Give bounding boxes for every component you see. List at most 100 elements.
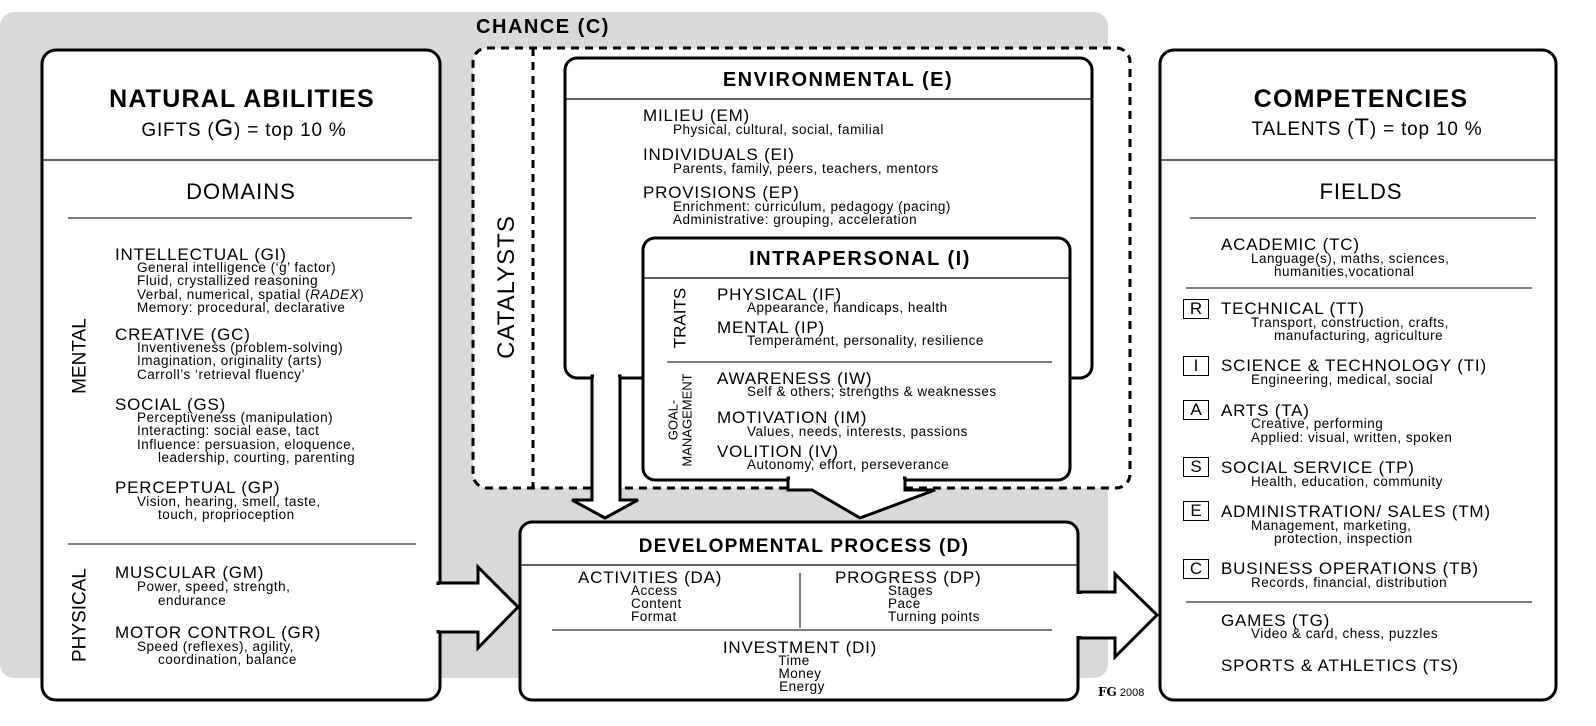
gift-line: endurance <box>158 593 227 608</box>
copyright: FG 2008 <box>1098 686 1144 699</box>
env-line: Administrative: grouping, acceleration <box>673 212 918 227</box>
riasec-letter-box: A <box>1183 400 1209 420</box>
intra-title: MOTIVATION (IM) <box>717 408 868 427</box>
gift-line: Verbal, numerical, spatial (RADEX) <box>137 287 365 302</box>
env-title: INDIVIDUALS (EI) <box>643 145 795 164</box>
field-line: protection, inspection <box>1274 531 1413 546</box>
investment-line: Energy <box>779 679 825 694</box>
gift-line: Fluid, crystallized reasoning <box>137 273 319 288</box>
author-logo: FG <box>1098 685 1117 699</box>
activities-line: Format <box>631 609 677 624</box>
gifts-to-development-arrow <box>436 563 521 652</box>
field-title: ADMINISTRATION/ SALES (TM) <box>1221 502 1491 521</box>
investment-title: INVESTMENT (DI) <box>722 638 878 657</box>
progress-title: PROGRESS (DP) <box>835 568 982 587</box>
field-line: Video & card, chess, puzzles <box>1251 626 1439 641</box>
progress-line: Turning points <box>888 609 981 624</box>
field-line: humanities,vocational <box>1274 264 1415 279</box>
catalysts-label: CATALYSTS <box>493 215 520 359</box>
gift-line: Carroll’s ‘retrieval fluency’ <box>137 367 306 382</box>
intra-title: AWARENESS (IW) <box>717 369 873 388</box>
riasec-letter-box: C <box>1183 559 1209 579</box>
gifts-subtitle: GIFTS (G) = top 10 % <box>141 115 347 142</box>
field-title: ACADEMIC (TC) <box>1221 235 1360 254</box>
intra-title: VOLITION (IV) <box>717 442 839 461</box>
developmental-title: DEVELOPMENTAL PROCESS (D) <box>638 536 970 557</box>
gift-title: CREATIVE (GC) <box>115 325 251 344</box>
field-title: BUSINESS OPERATIONS (TB) <box>1221 559 1479 578</box>
field-title: SCIENCE & TECHNOLOGY (TI) <box>1221 356 1487 375</box>
progress-line: Pace <box>888 596 921 611</box>
env-title: MILIEU (EM) <box>643 106 751 125</box>
gift-line: Interacting: social ease, tact <box>137 423 320 438</box>
environmental-arrow <box>571 374 639 520</box>
talents-box <box>1158 48 1558 702</box>
field-title: ARTS (TA) <box>1221 401 1310 420</box>
gift-title: SOCIAL (GS) <box>115 395 227 414</box>
talents-title: COMPETENCIES <box>1253 85 1469 113</box>
field-line: Health, education, community <box>1251 474 1443 489</box>
investment-line: Money <box>778 666 822 681</box>
gift-line: touch, proprioception <box>158 507 295 522</box>
activities-title: ACTIVITIES (DA) <box>578 568 723 587</box>
field-line: Management, marketing, <box>1251 518 1412 533</box>
intrapersonal-box <box>641 236 1072 482</box>
gift-line: Vision, hearing, smell, taste, <box>137 494 321 509</box>
physical-label: PHYSICAL <box>69 568 91 662</box>
progress-line: Stages <box>888 583 934 598</box>
gift-line: Perceptiveness (manipulation) <box>137 410 334 425</box>
talents-subtitle: TALENTS (T) = top 10 % <box>1251 114 1483 141</box>
gift-line: Influence: persuasion, eloquence, <box>137 437 356 452</box>
field-title: TECHNICAL (TT) <box>1221 299 1365 318</box>
gifts-title: NATURAL ABILITIES <box>109 85 375 113</box>
field-line: Applied: visual, written, spoken <box>1251 430 1453 445</box>
gift-line: Memory: procedural, declarative <box>137 300 346 315</box>
field-title: SPORTS & ATHLETICS (TS) <box>1221 656 1459 675</box>
fields-label: FIELDS <box>1319 179 1403 204</box>
field-title: SOCIAL SERVICE (TP) <box>1221 458 1415 477</box>
intrapersonal-title: INTRAPERSONAL (I) <box>749 248 971 270</box>
env-line: Enrichment: curriculum, pedagogy (pacing… <box>673 199 951 214</box>
gift-line: Imagination, originality (arts) <box>137 353 323 368</box>
intra-line: Autonomy, effort, perseverance <box>747 457 950 472</box>
copyright-year: 2008 <box>1119 687 1145 699</box>
riasec-letter-box: I <box>1183 356 1209 376</box>
field-line: Engineering, medical, social <box>1251 372 1434 387</box>
traits-label: TRAITS <box>670 287 690 349</box>
development-to-talents-arrow <box>1078 570 1160 661</box>
intrapersonal-arrow <box>786 476 936 520</box>
environmental-title: ENVIRONMENTAL (E) <box>722 69 954 91</box>
riasec-letter-box: R <box>1183 299 1209 319</box>
gifts-box <box>40 48 442 702</box>
field-line: Language(s), maths, sciences, <box>1251 251 1450 266</box>
goal-management-label: GOAL-MANAGEMENT <box>665 373 694 467</box>
field-title: GAMES (TG) <box>1221 611 1331 630</box>
intra-line: Temperament, personality, resilience <box>747 333 984 348</box>
intra-line: Self & others; strengths & weaknesses <box>747 384 997 399</box>
gift-line: Speed (reflexes), agility, <box>137 639 294 654</box>
gift-line: General intelligence (‘g’ factor) <box>137 260 337 275</box>
intra-title: MENTAL (IP) <box>717 318 825 337</box>
riasec-letter-box: S <box>1183 457 1209 477</box>
mental-label: MENTAL <box>69 318 91 394</box>
intra-line: Values, needs, interests, passions <box>747 424 968 439</box>
intra-line: Appearance, handicaps, health <box>747 300 948 315</box>
field-line: manufacturing, agriculture <box>1274 328 1444 343</box>
activities-line: Access <box>631 583 678 598</box>
env-line: Parents, family, peers, teachers, mentor… <box>673 161 939 176</box>
intra-title: PHYSICAL (IF) <box>717 285 843 304</box>
gift-title: INTELLECTUAL (GI) <box>115 245 287 264</box>
gift-title: MOTOR CONTROL (GR) <box>115 623 322 642</box>
env-line: Physical, cultural, social, familial <box>673 122 884 137</box>
riasec-letter-box: E <box>1183 501 1209 521</box>
field-line: Records, financial, distribution <box>1251 575 1448 590</box>
domains-label: DOMAINS <box>186 179 296 204</box>
gift-line: leadership, courting, parenting <box>158 450 356 465</box>
activities-line: Content <box>631 596 682 611</box>
gift-title: MUSCULAR (GM) <box>115 563 265 582</box>
gift-line: Inventiveness (problem-solving) <box>137 340 344 355</box>
field-line: Creative, performing <box>1251 416 1384 431</box>
gift-line: coordination, balance <box>158 652 297 667</box>
